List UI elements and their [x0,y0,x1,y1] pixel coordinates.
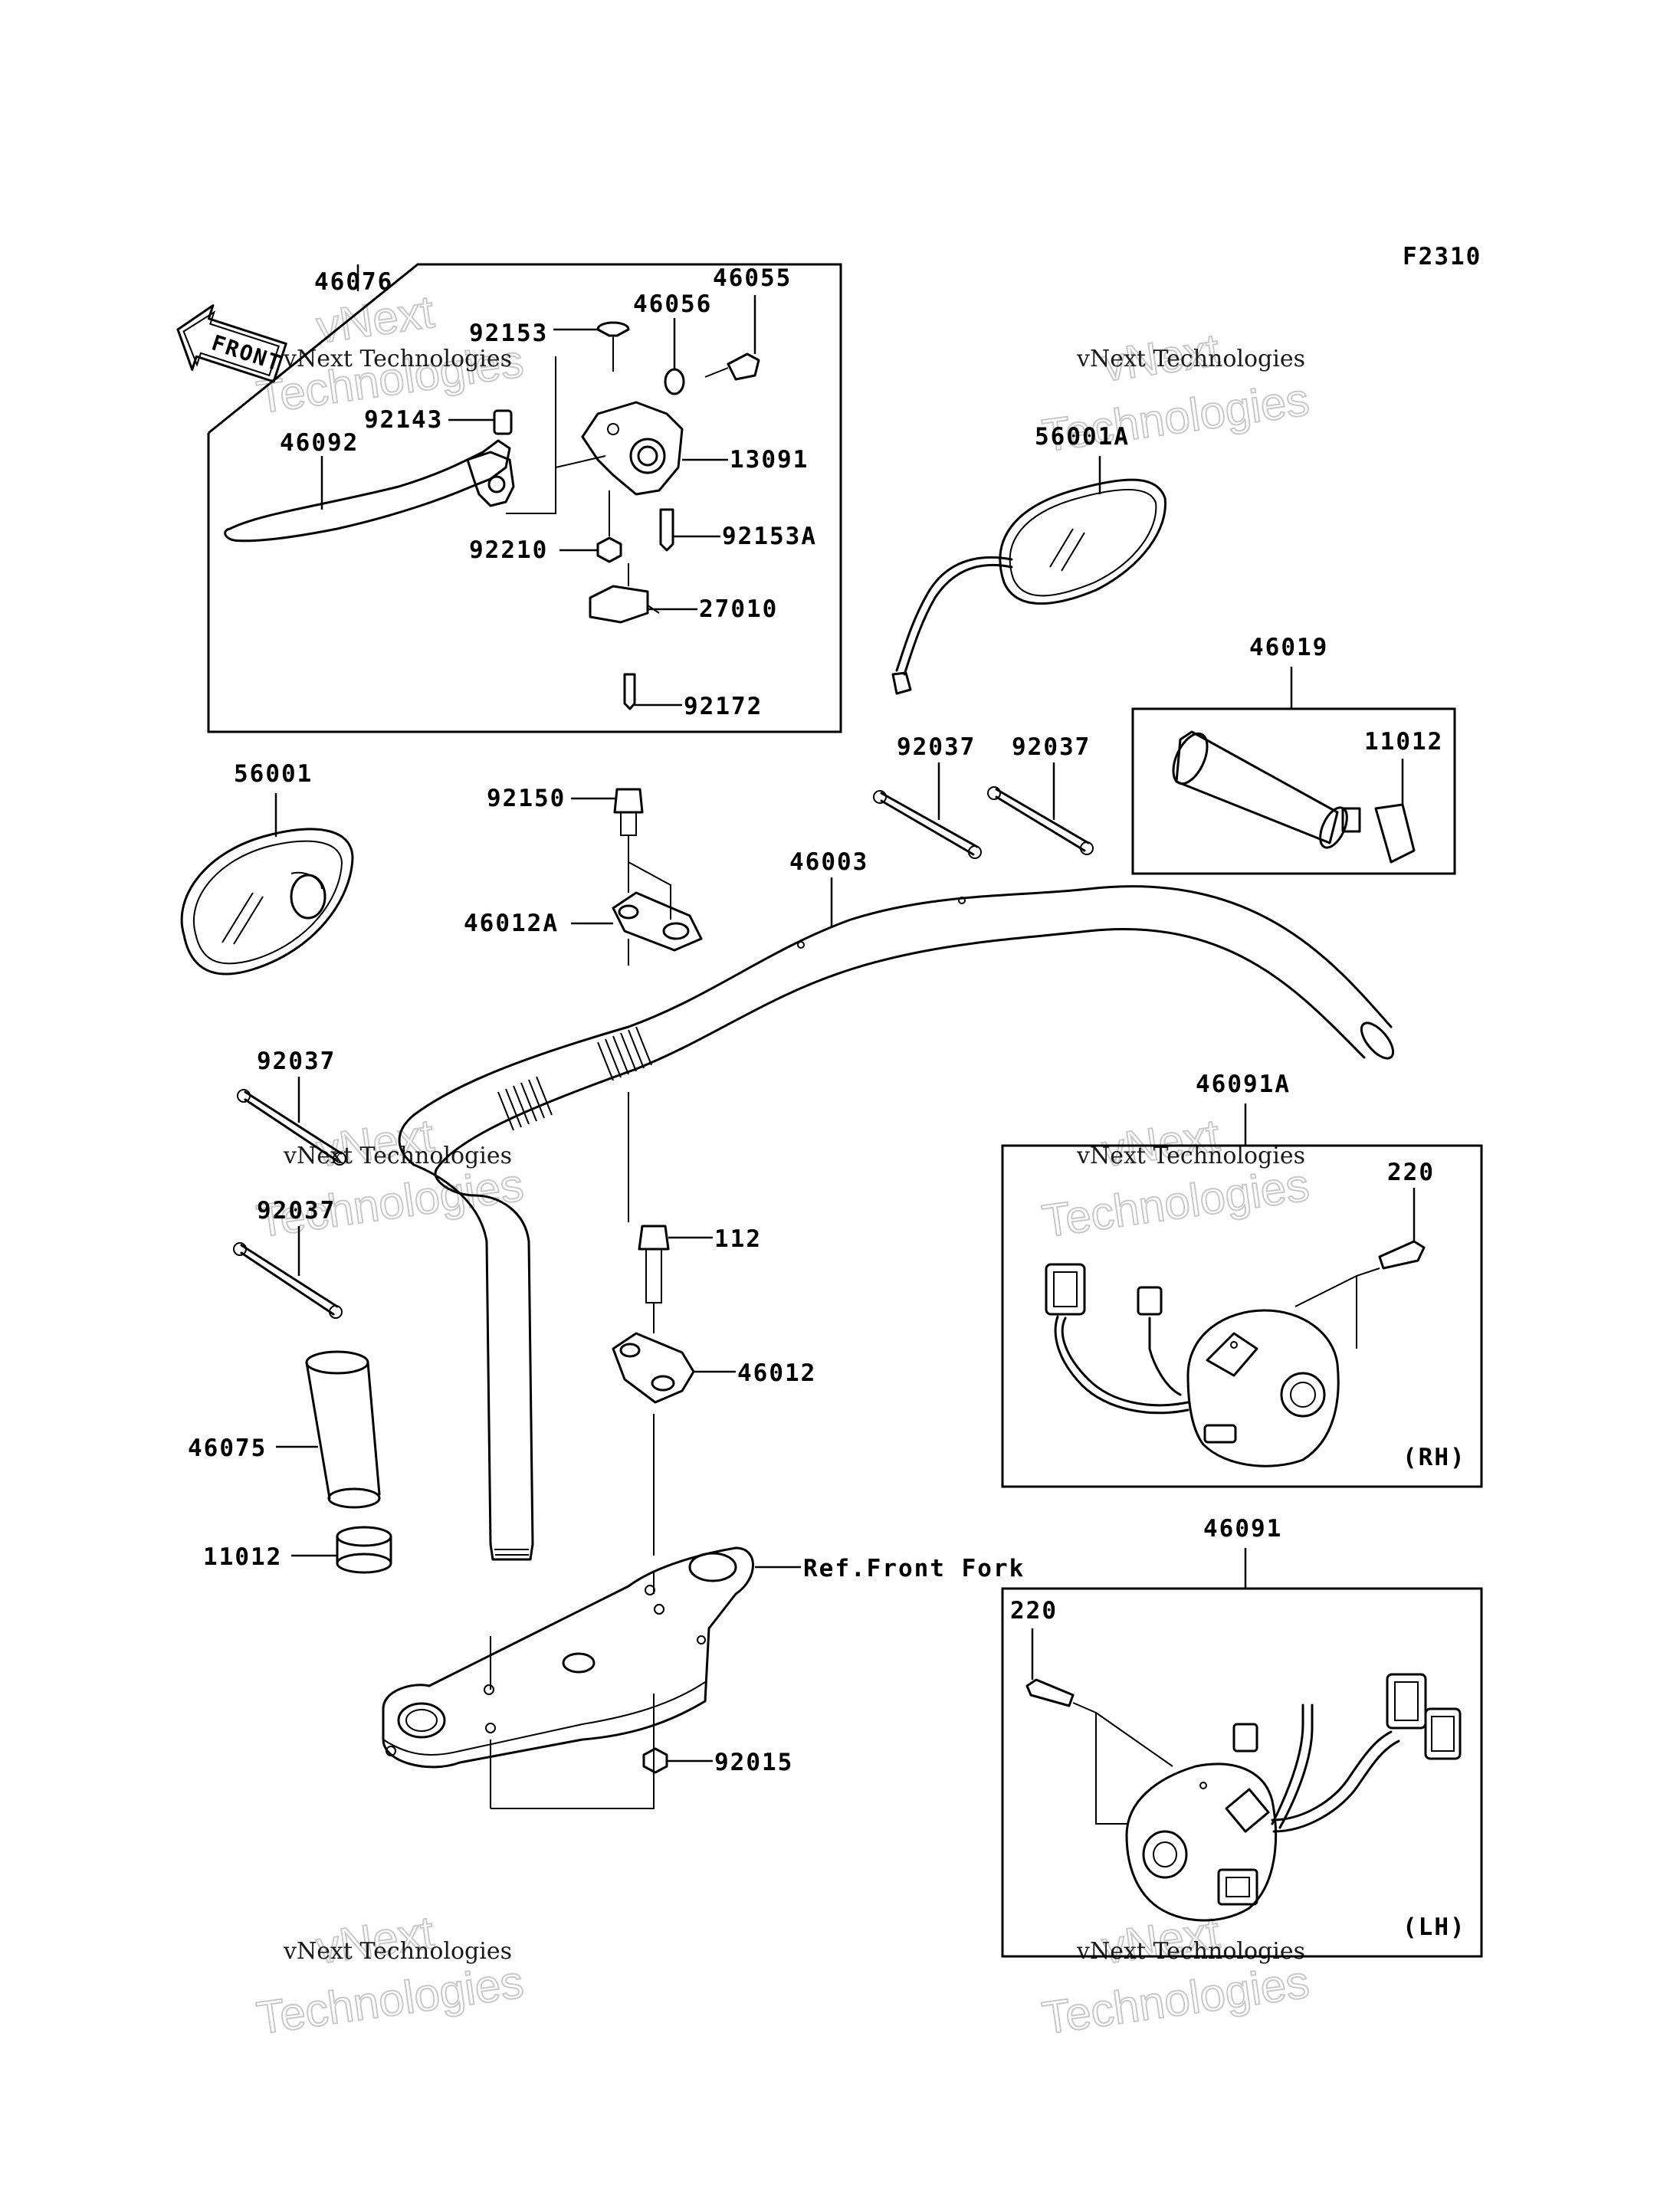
knurling-2 [597,1026,652,1081]
label-13091: 13091 [730,446,809,474]
clamp-46012A [612,891,703,952]
label-92153: 92153 [469,320,548,347]
switch-housing-rh [1186,1309,1340,1467]
label-27010: 27010 [699,595,778,623]
connector-lh-1 [1232,1723,1258,1753]
mirror-56001: 56001 [180,760,354,976]
svg-text:Technologies: Technologies [1039,1159,1312,1247]
bolt-112 [638,1225,670,1251]
switch-27010 [589,585,649,624]
label-92037-b: 92037 [1012,733,1091,761]
connector-rh-2 [1137,1286,1163,1316]
watermark-6: vNext Technologies [1039,1906,1313,2045]
upper-triple-clamp: Ref.Front Fork 92015 [382,1546,1025,1809]
watermark-text-1: vNext Technologies [283,346,512,372]
label-46091: 46091 [1203,1515,1282,1543]
switch-46091-box: 46091 220 (LH) [1001,1515,1483,1958]
label-46003: 46003 [789,848,868,876]
watermark-text-3: vNext Technologies [283,1143,512,1169]
knurling-1 [497,1076,553,1131]
connector-lh-3 [1424,1707,1462,1760]
switch-46091A-box: 46091A 220 (RH) [1001,1071,1483,1488]
switch-housing-lh [1125,1763,1278,1922]
label-92015: 92015 [714,1749,793,1776]
screw-92172 [623,673,636,710]
watermark-text-5: vNext Technologies [283,1938,512,1965]
clamp-92037-a: 92037 [873,733,982,859]
grip-end-cap-11012-left: 11012 [203,1526,392,1574]
connector-lh-2 [1386,1673,1427,1730]
washer-46056 [664,368,685,395]
label-92037-c: 92037 [257,1048,336,1075]
label-46076: 46076 [314,268,393,296]
watermark-text-2: vNext Technologies [1076,346,1305,372]
connector-rh-1 [1045,1263,1086,1316]
svg-text:Technologies: Technologies [1039,1956,1312,2044]
nut-92210 [596,536,622,563]
handlebar-46003: 46003 [398,848,1395,1561]
label-rh: (RH) [1403,1444,1466,1471]
clamp-46012 [612,1332,695,1404]
label-46075: 46075 [188,1435,267,1462]
label-220-lh: 220 [1010,1597,1058,1625]
clamp-92037-b: 92037 [987,733,1094,855]
label-92153A: 92153A [722,523,817,550]
watermark-text-4: vNext Technologies [1076,1143,1305,1169]
label-92037-d: 92037 [257,1197,336,1225]
throttle-grip-outline [1131,707,1456,875]
bolt-92150 [613,788,644,814]
label-46055: 46055 [713,264,792,292]
screw-92153A [659,508,674,552]
label-11012-bottom: 11012 [203,1543,282,1571]
throttle-grip-46019 [1175,730,1339,844]
label-56001A: 56001A [1035,423,1130,451]
label-46012A: 46012A [464,910,559,937]
grip-end-cap-11012 [1374,803,1416,864]
watermark-text-6: vNext Technologies [1076,1938,1305,1965]
throttle-grip-box: 46019 11012 [1131,634,1456,875]
clutch-lever [224,439,511,543]
screw-220-rh [1378,1240,1426,1270]
switch-46091-outline [1001,1587,1483,1958]
watermark-5: vNext Technologies [253,1906,527,2045]
lever-holder-13091 [581,401,684,496]
watermark-3: vNext Technologies [253,1109,527,1248]
mirror-56001A: 56001A [891,423,1166,695]
front-arrow-label: FRONT [208,330,285,377]
label-112: 112 [714,1225,762,1253]
label-56001: 56001 [234,760,313,788]
screw-220-lh [1025,1678,1075,1707]
label-92143: 92143 [364,406,443,434]
label-11012-top: 11012 [1364,728,1443,756]
label-46056: 46056 [633,290,712,318]
label-92172: 92172 [684,693,763,720]
watermark-4: vNext Technologies [1039,1109,1313,1248]
label-46091A: 46091A [1196,1071,1291,1098]
bushing-92143 [493,409,513,435]
lower-clamp-group: 112 46012 [612,1092,816,1556]
clamp-92037-d: 92037 [233,1197,343,1319]
ref-front-fork-label: Ref.Front Fork [803,1555,1025,1582]
label-46092: 46092 [280,429,359,457]
grip-46075: 46075 [188,1350,381,1509]
svg-text:Technologies: Technologies [254,1956,527,2044]
figure-code: F2310 [1403,243,1481,271]
label-lh: (LH) [1403,1913,1466,1941]
label-92037-a: 92037 [897,733,976,761]
switch-46091A-outline [1001,1144,1483,1488]
label-92150: 92150 [487,785,566,812]
label-46019: 46019 [1249,634,1328,661]
lever-assembly-outline [207,263,842,733]
upper-clamp-group: 92150 46012A [464,785,703,966]
label-92210: 92210 [469,536,548,564]
pivot-bolt-92153 [596,321,630,337]
lever-assembly-box: 46076 46092 92143 92153 46056 46055 [207,263,842,733]
label-220-rh: 220 [1387,1159,1435,1186]
clamp-92037-c: 92037 [237,1048,346,1166]
label-46012: 46012 [737,1359,816,1387]
screw-46055 [727,353,760,381]
nut-92015 [642,1747,668,1774]
